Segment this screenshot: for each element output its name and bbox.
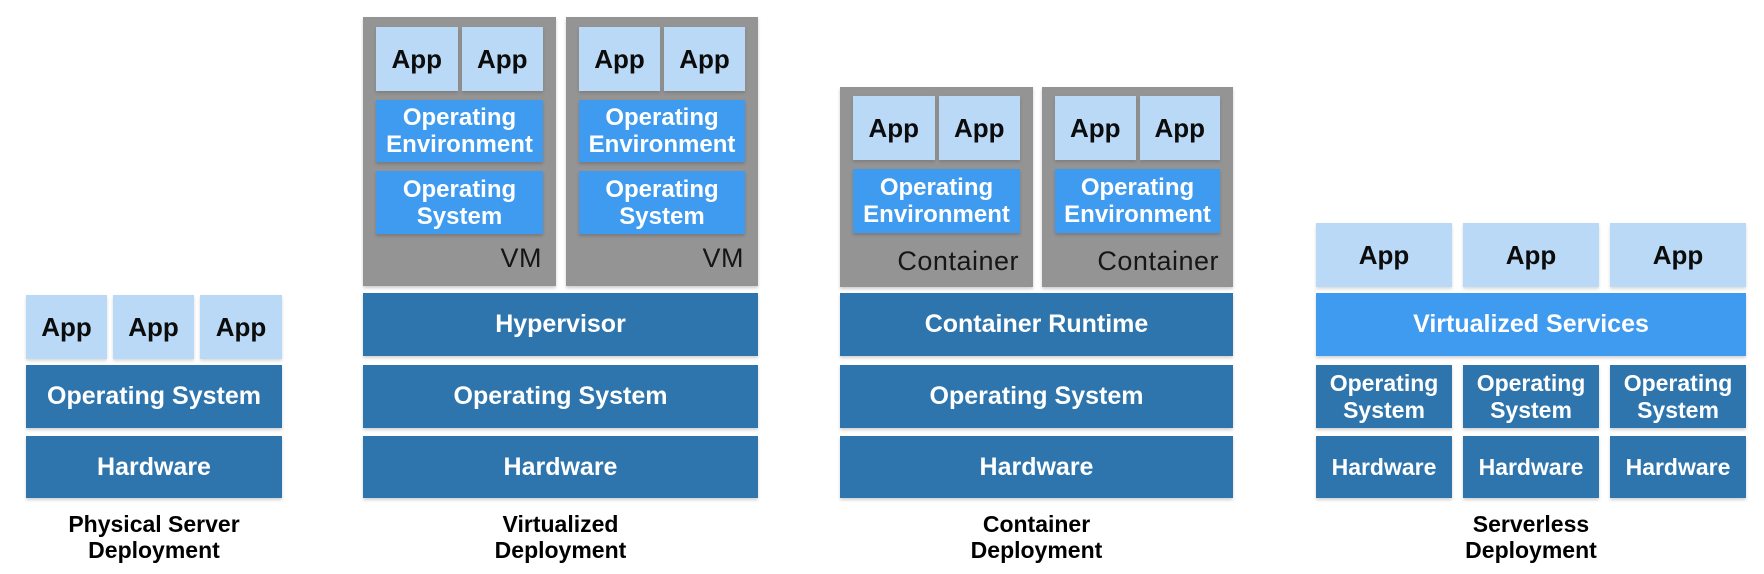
container-runtime-bar: Container Runtime: [840, 293, 1233, 356]
container-box: App App Operating Environment Container: [1042, 87, 1233, 287]
app-box: App: [1055, 96, 1136, 160]
caption-line: Deployment: [88, 537, 220, 563]
hypervisor-bar: Hypervisor: [363, 293, 758, 356]
virtualized-services-bar: Virtualized Services: [1316, 293, 1746, 356]
app-box: App: [664, 27, 745, 91]
operating-environment-box: Operating Environment: [853, 169, 1020, 233]
operating-system-bar: Operating System: [26, 365, 282, 428]
container-apps-row: App App: [1055, 96, 1220, 160]
vm-apps-row: App App: [579, 27, 745, 91]
app-box: App: [853, 96, 935, 160]
operating-system-bar: Operating System: [840, 365, 1233, 428]
hardware-box: Hardware: [1463, 436, 1599, 498]
caption-line: Serverless: [1472, 511, 1590, 537]
app-box: App: [200, 295, 282, 359]
operating-system-box: Operating System: [1463, 365, 1599, 428]
vm-apps-row: App App: [376, 27, 543, 91]
hardware-box: Hardware: [1316, 436, 1452, 498]
hardware-box: Hardware: [1610, 436, 1746, 498]
container-apps-row: App App: [853, 96, 1020, 160]
operating-environment-box: Operating Environment: [579, 100, 745, 162]
vm-box: App App Operating Environment Operating …: [566, 17, 758, 286]
caption-line: Container: [982, 511, 1091, 537]
container-label: Container: [897, 246, 1019, 276]
app-box: App: [938, 96, 1020, 160]
caption-line: Deployment: [1465, 537, 1597, 563]
app-box: App: [1139, 96, 1220, 160]
caption-line: Physical Server: [68, 511, 240, 537]
vm-label: VM: [702, 243, 744, 273]
app-box: App: [1316, 223, 1452, 287]
column-caption: Serverless Deployment: [1316, 511, 1746, 563]
app-box: App: [113, 295, 194, 359]
hardware-bar: Hardware: [363, 436, 758, 498]
column-caption: Virtualized Deployment: [363, 511, 758, 563]
vm-box: App App Operating Environment Operating …: [363, 17, 556, 286]
operating-environment-box: Operating Environment: [376, 100, 543, 162]
container-label: Container: [1097, 246, 1219, 276]
hardware-bar: Hardware: [26, 436, 282, 498]
app-box: App: [376, 27, 458, 91]
caption-line: Deployment: [970, 537, 1103, 563]
app-box: App: [1463, 223, 1599, 287]
app-box: App: [1610, 223, 1746, 287]
column-caption: Container Deployment: [840, 511, 1233, 563]
caption-line: Virtualized: [502, 511, 619, 537]
operating-system-box: Operating System: [376, 171, 543, 234]
container-box: App App Operating Environment Container: [840, 87, 1033, 287]
vm-label: VM: [500, 243, 542, 273]
app-box: App: [579, 27, 660, 91]
operating-environment-box: Operating Environment: [1055, 169, 1220, 233]
operating-system-box: Operating System: [1610, 365, 1746, 428]
operating-system-bar: Operating System: [363, 365, 758, 428]
caption-line: Deployment: [494, 537, 627, 563]
operating-system-box: Operating System: [579, 171, 745, 234]
app-box: App: [461, 27, 543, 91]
hardware-bar: Hardware: [840, 436, 1233, 498]
column-caption: Physical Server Deployment: [26, 511, 282, 563]
operating-system-box: Operating System: [1316, 365, 1452, 428]
app-box: App: [26, 295, 107, 359]
